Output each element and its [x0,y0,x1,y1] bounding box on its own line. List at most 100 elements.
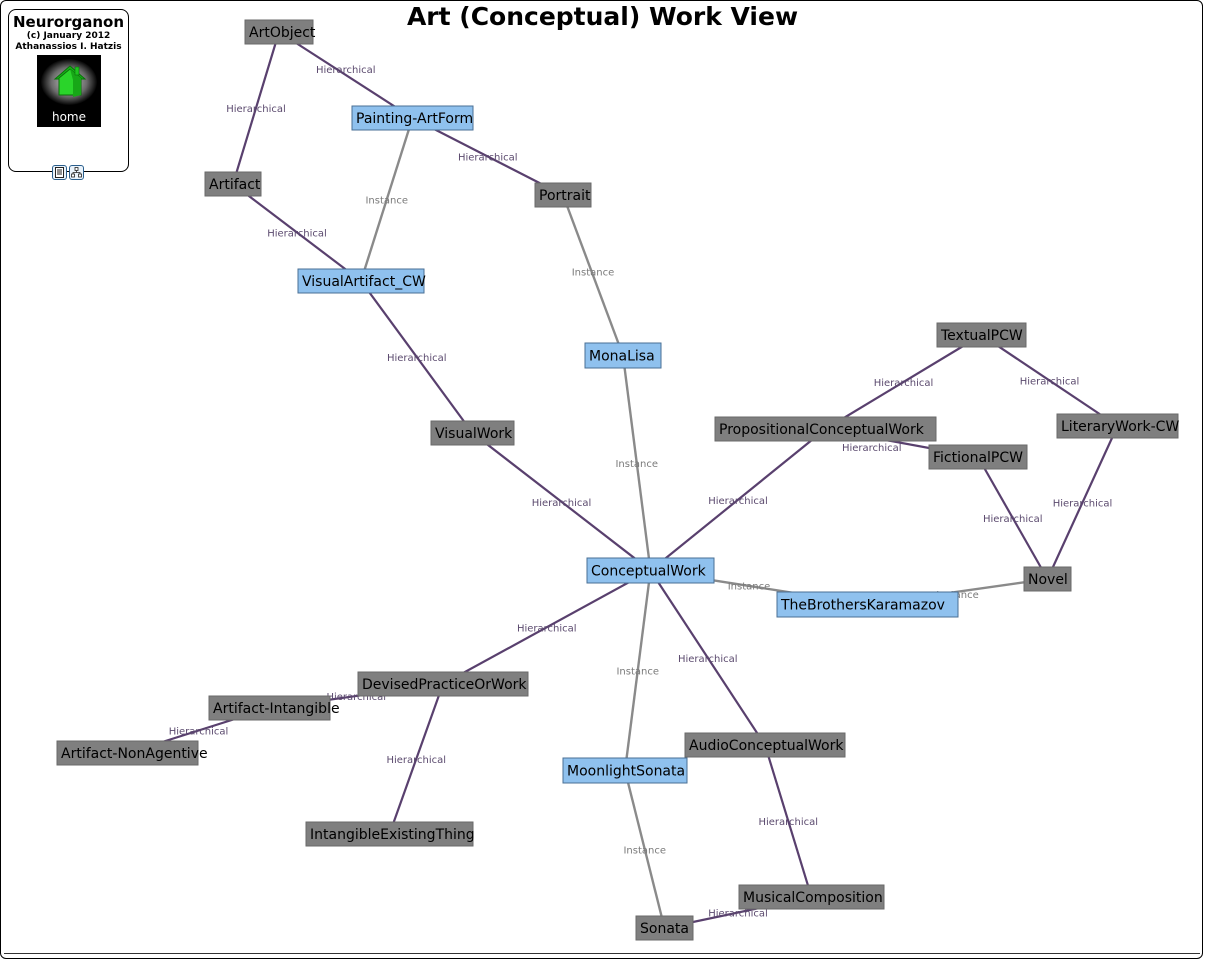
node-label: TheBrothersKaramazov [780,598,945,614]
node-propositionalconceptualwork[interactable]: PropositionalConceptualWork [714,416,937,442]
node-label: LiteraryWork-CW [1061,419,1179,435]
edge-label-devisedpracticeorwork-to-intangibleexistingthing: Hierarchical [386,755,446,766]
node-visualwork[interactable]: VisualWork [430,420,515,446]
copyright-block: (c) January 2012 Athanassios I. Hatzis [9,31,128,53]
node-fictionalpcw[interactable]: FictionalPCW [928,444,1028,470]
node-conceptualwork[interactable]: ConceptualWork [586,557,715,584]
node-box [635,915,694,941]
edge-visualwork-to-conceptualwork [471,432,652,572]
node-box [584,342,662,369]
edge-textualpcw-to-literarywork-cw [980,334,1119,427]
app-name: Neurorganon [12,13,125,31]
node-monalisa[interactable]: MonaLisa [584,342,662,369]
edge-label-propositionalconceptualwork-to-conceptualwork: Hierarchical [708,496,768,507]
tree-view-button[interactable] [69,165,84,180]
edge-label-artifact-to-visualartifact-cw: Hierarchical [267,229,327,240]
edge-monalisa-to-conceptualwork [621,355,652,571]
node-box [244,19,314,45]
edge-label-sonata-to-musicalcomposition: Hierarchical [708,909,768,920]
node-novel[interactable]: Novel [1023,566,1072,592]
edge-painting-artform-to-visualartifact-cw [359,117,414,282]
home-button[interactable]: home [37,55,101,127]
node-box [1023,566,1072,592]
edge-labels-layer: HierarchicalHierarchicalHierarchicalInst… [169,65,1113,920]
edge-propositionalconceptualwork-to-conceptualwork [649,428,827,572]
edge-fictionalpcw-to-novel [977,456,1049,580]
edge-label-textualpcw-to-literarywork-cw: Hierarchical [1020,377,1080,388]
node-box [714,416,937,442]
node-label: Painting-ArtForm [356,111,473,127]
edge-label-painting-artform-to-portrait: Hierarchical [458,153,518,164]
edge-label-textualpcw-to-propositionalconceptualwork: Hierarchical [874,378,934,389]
node-artifact[interactable]: Artifact [204,171,262,197]
node-box [928,444,1028,470]
node-label: Artifact-NonAgentive [61,746,208,762]
node-label: IntangibleExistingThing [310,827,475,843]
node-box [1056,413,1179,439]
edge-devisedpracticeorwork-to-intangibleexistingthing [388,683,445,835]
edge-visualartifact-cw-to-visualwork [360,280,474,434]
node-textualpcw[interactable]: TextualPCW [936,322,1027,348]
node-box [684,732,846,758]
node-label: VisualArtifact_CW [302,274,426,290]
node-visualartifact-cw[interactable]: VisualArtifact_CW [297,268,426,294]
node-musicalcomposition[interactable]: MusicalComposition [738,884,885,910]
node-box [562,757,688,784]
edge-label-propositionalconceptualwork-to-fictionalpcw: Hierarchical [842,443,902,454]
node-label: Sonata [640,921,689,937]
edge-label-conceptualwork-to-devisedpracticeorwork: Hierarchical [517,623,577,634]
edge-artobject-to-painting-artform [278,31,414,119]
edge-label-visualwork-to-conceptualwork: Hierarchical [532,498,592,509]
edge-artifact-to-visualartifact-cw [232,183,362,282]
edge-label-painting-artform-to-visualartifact-cw: Instance [365,196,408,207]
node-sonata[interactable]: Sonata [635,915,694,941]
node-label: ArtObject [249,25,316,41]
home-label: home [51,110,87,124]
node-box [297,268,425,294]
node-box [204,171,262,197]
node-label: VisualWork [435,426,513,442]
node-box [738,884,885,910]
node-artifact-nonagentive[interactable]: Artifact-NonAgentive [56,740,208,766]
edge-label-devisedpracticeorwork-to-artifact-intangible: Hierarchical [326,692,386,703]
node-literarywork-cw[interactable]: LiteraryWork-CW [1056,413,1179,439]
edge-audioconceptualwork-to-musicalcomposition [763,744,813,898]
document-icon [55,167,64,178]
edges-layer [127,31,1119,930]
edge-label-portrait-to-monalisa: Instance [572,267,615,278]
edge-label-artobject-to-painting-artform: Hierarchical [316,65,376,76]
edge-conceptualwork-to-devisedpracticeorwork [442,569,652,685]
node-painting-artform[interactable]: Painting-ArtForm [351,105,474,131]
node-label: MonaLisa [589,349,655,365]
node-label: Artifact-Intangible [213,701,340,717]
node-artobject[interactable]: ArtObject [244,19,316,45]
node-label: MusicalComposition [743,890,883,906]
node-box [430,420,515,446]
node-thebrotherskaramazov[interactable]: TheBrothersKaramazov [776,591,959,618]
node-box [351,105,474,131]
node-devisedpracticeorwork[interactable]: DevisedPracticeOrWork [357,671,529,697]
edge-moonlightsonata-to-sonata [623,770,666,929]
node-artifact-intangible[interactable]: Artifact-Intangible [208,695,340,721]
node-portrait[interactable]: Portrait [534,182,592,208]
node-label: TextualPCW [940,328,1023,344]
author-text: Athanassios I. Hatzis [15,42,122,52]
info-panel: Neurorganon (c) January 2012 Athanassios… [8,9,129,172]
node-label: AudioConceptualWork [689,738,844,754]
node-intangibleexistingthing[interactable]: IntangibleExistingThing [305,821,475,847]
node-moonlightsonata[interactable]: MoonlightSonata [562,757,688,784]
page-title: Art (Conceptual) Work View [406,2,799,31]
node-box [357,671,529,697]
tree-icon [71,167,82,178]
node-box [208,695,331,721]
node-box [56,740,199,766]
edge-label-artifact-intangible-to-artifact-nonagentive: Hierarchical [169,727,229,738]
node-box [534,182,592,208]
node-audioconceptualwork[interactable]: AudioConceptualWork [684,732,846,758]
document-view-button[interactable] [52,165,67,180]
edge-label-conceptualwork-to-moonlightsonata: Instance [616,667,659,678]
edge-label-conceptualwork-to-thebrotherskaramazov: Instance [728,582,771,593]
